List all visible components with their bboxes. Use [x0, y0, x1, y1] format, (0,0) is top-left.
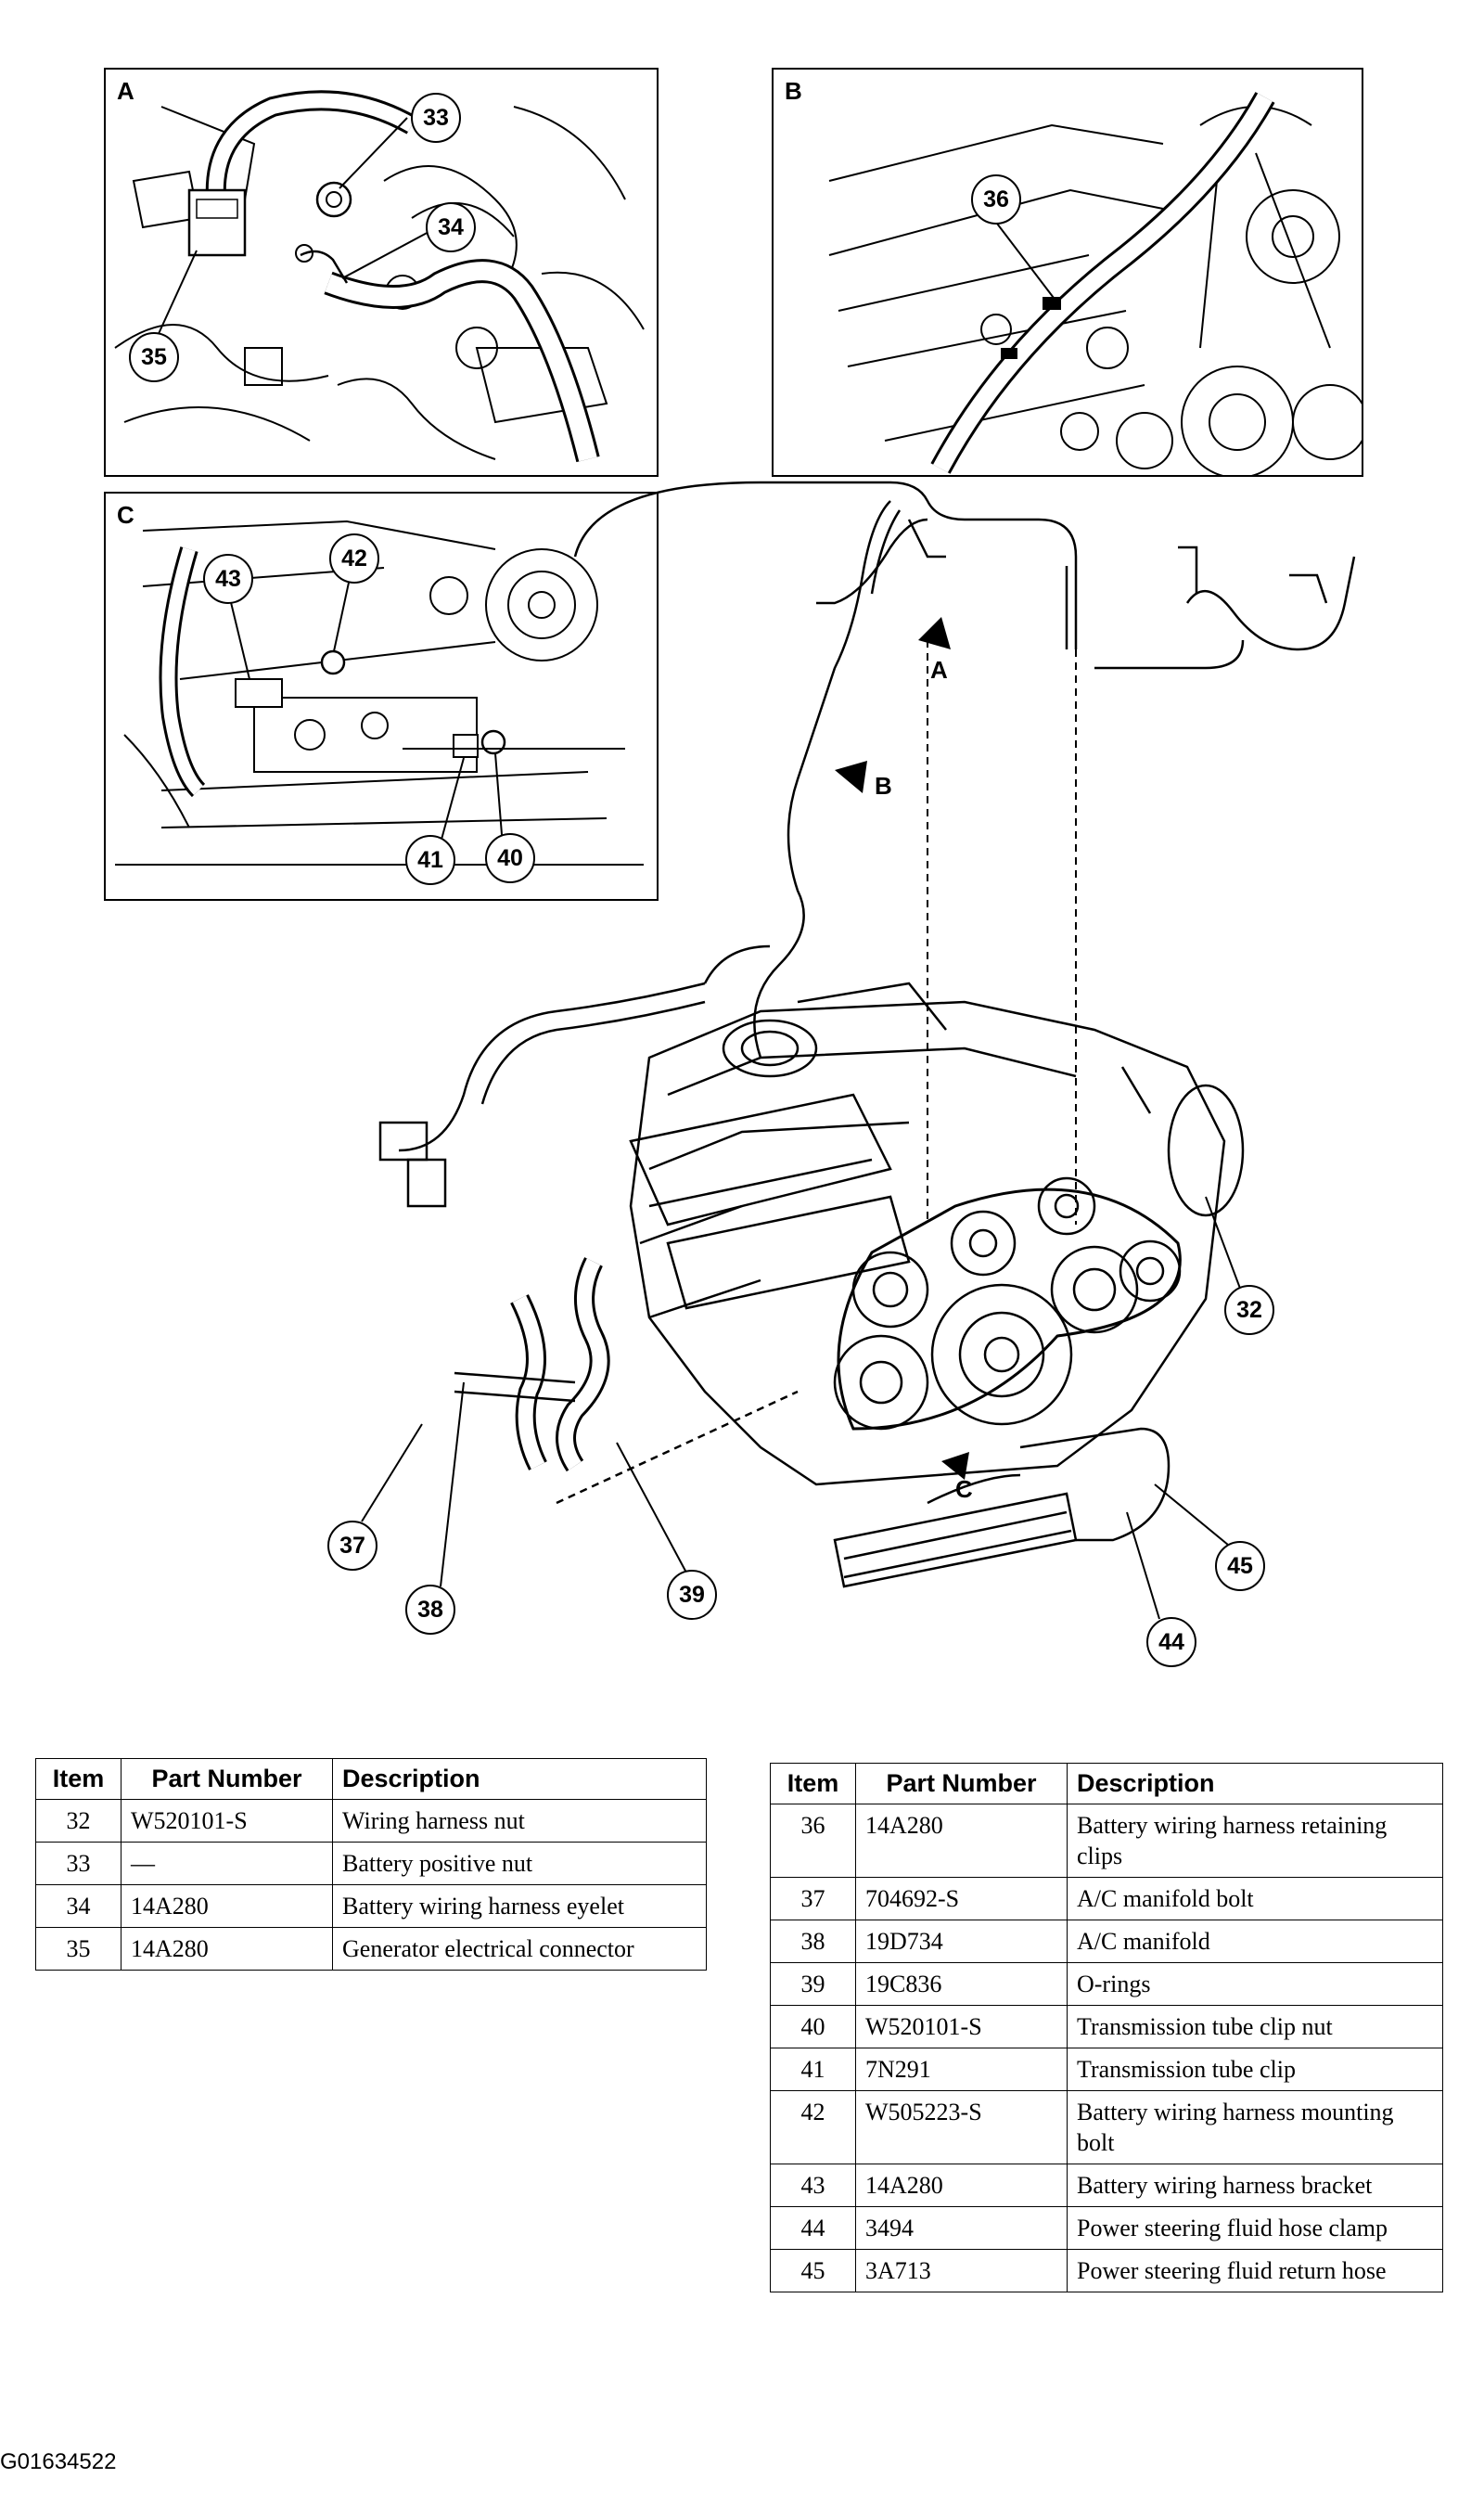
table-row: 36 14A280 Battery wiring harness retaini…	[770, 1804, 1443, 1878]
item-cell: 44	[770, 2206, 856, 2250]
part-number-cell: W520101-S	[121, 1799, 333, 1843]
description-cell: Generator electrical connector	[332, 1927, 707, 1971]
callout-32: 32	[1224, 1285, 1274, 1335]
description-cell: Battery positive nut	[332, 1842, 707, 1885]
table-row: 41 7N291 Transmission tube clip	[770, 2048, 1443, 2091]
item-cell: 42	[770, 2090, 856, 2164]
description-cell: Power steering fluid hose clamp	[1067, 2206, 1443, 2250]
description-cell: Battery wiring harness eyelet	[332, 1884, 707, 1928]
table-row: 35 14A280 Generator electrical connector	[35, 1927, 707, 1971]
table-row: 40 W520101-S Transmission tube clip nut	[770, 2005, 1443, 2048]
item-cell: 40	[770, 2005, 856, 2048]
detail-view-b: B 36	[772, 68, 1363, 477]
column-header-item: Item	[35, 1758, 122, 1800]
callout-43: 43	[203, 554, 253, 604]
column-header-description: Description	[1067, 1763, 1443, 1804]
part-number-cell: W520101-S	[855, 2005, 1068, 2048]
engine-harness-illustration	[361, 481, 1356, 1620]
item-cell: 34	[35, 1884, 122, 1928]
part-number-cell: 19D734	[855, 1920, 1068, 1963]
description-cell: O-rings	[1067, 1962, 1443, 2006]
callout-44: 44	[1146, 1617, 1196, 1667]
table-header-row: Item Part Number Description	[770, 1763, 1443, 1804]
item-cell: 45	[770, 2249, 856, 2292]
callout-45: 45	[1215, 1541, 1265, 1591]
part-number-cell: W505223-S	[855, 2090, 1068, 2164]
detail-view-c-illustration	[115, 520, 644, 866]
table-row: 44 3494 Power steering fluid hose clamp	[770, 2206, 1443, 2250]
column-header-part-number: Part Number	[855, 1763, 1068, 1804]
callout-39: 39	[667, 1570, 717, 1620]
parts-table-right: Item Part Number Description 36 14A280 B…	[770, 1763, 1443, 2292]
part-number-cell: 704692-S	[855, 1877, 1068, 1920]
callout-33: 33	[411, 93, 461, 143]
arrow-b-label: B	[875, 772, 892, 800]
detail-view-a-letter: A	[117, 77, 134, 105]
item-cell: 38	[770, 1920, 856, 1963]
part-number-cell: —	[121, 1842, 333, 1885]
callout-37: 37	[327, 1521, 377, 1571]
part-number-cell: 14A280	[855, 1804, 1068, 1878]
column-header-part-number: Part Number	[121, 1758, 333, 1800]
description-cell: Wiring harness nut	[332, 1799, 707, 1843]
part-number-cell: 14A280	[855, 2164, 1068, 2207]
description-cell: Transmission tube clip nut	[1067, 2005, 1443, 2048]
item-cell: 43	[770, 2164, 856, 2207]
detail-view-a-illustration	[114, 90, 645, 463]
detail-view-a: A 33 34 35	[104, 68, 659, 477]
callout-36: 36	[971, 174, 1021, 225]
column-header-description: Description	[332, 1758, 707, 1800]
table-row: 34 14A280 Battery wiring harness eyelet	[35, 1884, 707, 1928]
table-row: 45 3A713 Power steering fluid return hos…	[770, 2249, 1443, 2292]
table-header-row: Item Part Number Description	[35, 1758, 707, 1800]
item-cell: 36	[770, 1804, 856, 1878]
table-row: 38 19D734 A/C manifold	[770, 1920, 1443, 1963]
description-cell: Transmission tube clip	[1067, 2048, 1443, 2091]
description-cell: Battery wiring harness retaining clips	[1067, 1804, 1443, 1878]
description-cell: Battery wiring harness mounting bolt	[1067, 2090, 1443, 2164]
figure-id: G01634522	[0, 2449, 117, 2474]
part-number-cell: 14A280	[121, 1884, 333, 1928]
item-cell: 41	[770, 2048, 856, 2091]
item-cell: 37	[770, 1877, 856, 1920]
callout-34: 34	[426, 202, 476, 252]
table-row: 33 — Battery positive nut	[35, 1842, 707, 1885]
description-cell: Battery wiring harness bracket	[1067, 2164, 1443, 2207]
table-row: 39 19C836 O-rings	[770, 1962, 1443, 2006]
arrow-a-label: A	[930, 656, 948, 684]
part-number-cell: 7N291	[855, 2048, 1068, 2091]
parts-table-left: Item Part Number Description 32 W520101-…	[35, 1758, 707, 1971]
arrow-c-label: C	[955, 1475, 973, 1503]
table-row: 32 W520101-S Wiring harness nut	[35, 1799, 707, 1843]
part-number-cell: 3494	[855, 2206, 1068, 2250]
description-cell: A/C manifold	[1067, 1920, 1443, 1963]
table-row: 43 14A280 Battery wiring harness bracket	[770, 2164, 1443, 2207]
callout-35: 35	[129, 332, 179, 382]
callout-42: 42	[329, 533, 379, 584]
table-row: 37 704692-S A/C manifold bolt	[770, 1877, 1443, 1920]
table-row: 42 W505223-S Battery wiring harness moun…	[770, 2090, 1443, 2164]
detail-view-c-letter: C	[117, 501, 134, 529]
detail-view-b-illustration	[828, 92, 1362, 475]
callout-40: 40	[485, 833, 535, 883]
detail-view-c: C 43 42 41 40	[104, 492, 659, 901]
part-number-cell: 14A280	[121, 1927, 333, 1971]
item-cell: 32	[35, 1799, 122, 1843]
description-cell: Power steering fluid return hose	[1067, 2249, 1443, 2292]
part-number-cell: 19C836	[855, 1962, 1068, 2006]
callout-38: 38	[405, 1585, 455, 1635]
part-number-cell: 3A713	[855, 2249, 1068, 2292]
callout-41: 41	[405, 835, 455, 885]
item-cell: 35	[35, 1927, 122, 1971]
item-cell: 39	[770, 1962, 856, 2006]
column-header-item: Item	[770, 1763, 856, 1804]
item-cell: 33	[35, 1842, 122, 1885]
description-cell: A/C manifold bolt	[1067, 1877, 1443, 1920]
detail-view-b-letter: B	[785, 77, 802, 105]
